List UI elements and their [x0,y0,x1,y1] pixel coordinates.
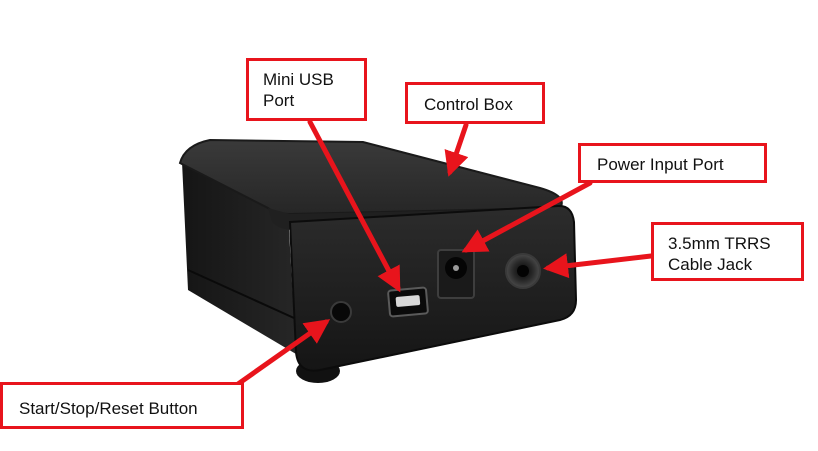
start-button-hole [330,301,352,323]
trrs-jack-hole [517,265,529,277]
arrow-trrs-jack [543,253,654,279]
callout-arrows [235,119,654,387]
mini-usb-port-label: Mini USB Port [246,58,367,121]
arrow-control-box [444,122,469,177]
device-seam [187,269,295,319]
control-box-device [178,138,578,383]
power-input-port-label: Power Input Port [578,143,767,183]
trrs-cable-jack-label: 3.5mm TRRS Cable Jack [651,222,804,281]
start-stop-reset-button-label: Start/Stop/Reset Button [0,382,244,429]
arrow-start-button [235,319,331,387]
mini-usb-socket [395,295,421,307]
power-input-pin [453,265,459,271]
arrow-mini-usb [307,119,401,293]
control-box-label: Control Box [405,82,545,124]
arrow-power-input [461,180,593,253]
device-front-face [288,204,578,372]
